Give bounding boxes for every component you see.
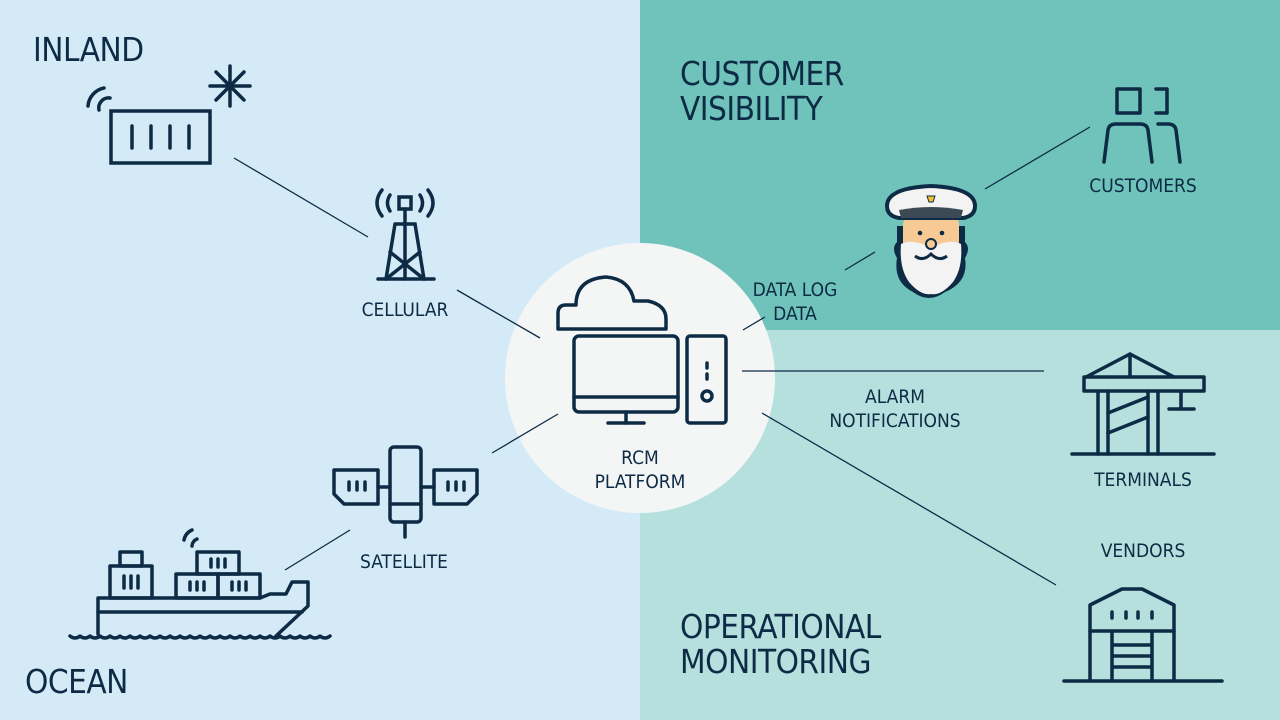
container-ship-icon [68,528,332,640]
reefer-container-icon [86,64,252,165]
captain-mascot-icon [884,183,978,298]
edge-hub-vendors [761,412,1057,586]
users-icon [1102,87,1182,164]
region-title-ocean: OCEAN [25,662,128,701]
warehouse-icon [1062,587,1224,683]
rcm-platform-hub [505,243,775,513]
region-title-operational-monitoring: OPERATIONAL MONITORING [680,607,881,681]
node-label-vendors: VENDORS [1100,540,1186,562]
hub-label: RCM PLATFORM [594,447,686,493]
cloud-computer-icon [556,275,728,425]
region-title-customer-visibility: CUSTOMER VISIBILITY [680,54,844,128]
node-label-cellular: CELLULAR [361,299,449,321]
cell-tower-icon [375,188,436,281]
edge-label-alarm-notifications: ALARM NOTIFICATIONS [829,386,961,432]
node-label-terminals: TERMINALS [1094,469,1192,491]
edge-datalog-captain [844,251,876,271]
edge-hub-satellite [491,413,559,454]
edge-satellite-ship [284,529,351,571]
edge-cellular-hub [456,289,541,339]
edge-hub-datalog [742,316,766,331]
node-label-customers: CUSTOMERS [1089,175,1197,197]
edge-captain-customers [984,126,1091,190]
node-label-satellite: SATELLITE [360,551,448,573]
satellite-icon [332,445,479,539]
edge-container-cellular [233,157,369,238]
edge-label-data-log: DATA LOG DATA [752,279,838,325]
region-title-inland: INLAND [33,30,144,69]
crane-icon [1070,352,1216,456]
